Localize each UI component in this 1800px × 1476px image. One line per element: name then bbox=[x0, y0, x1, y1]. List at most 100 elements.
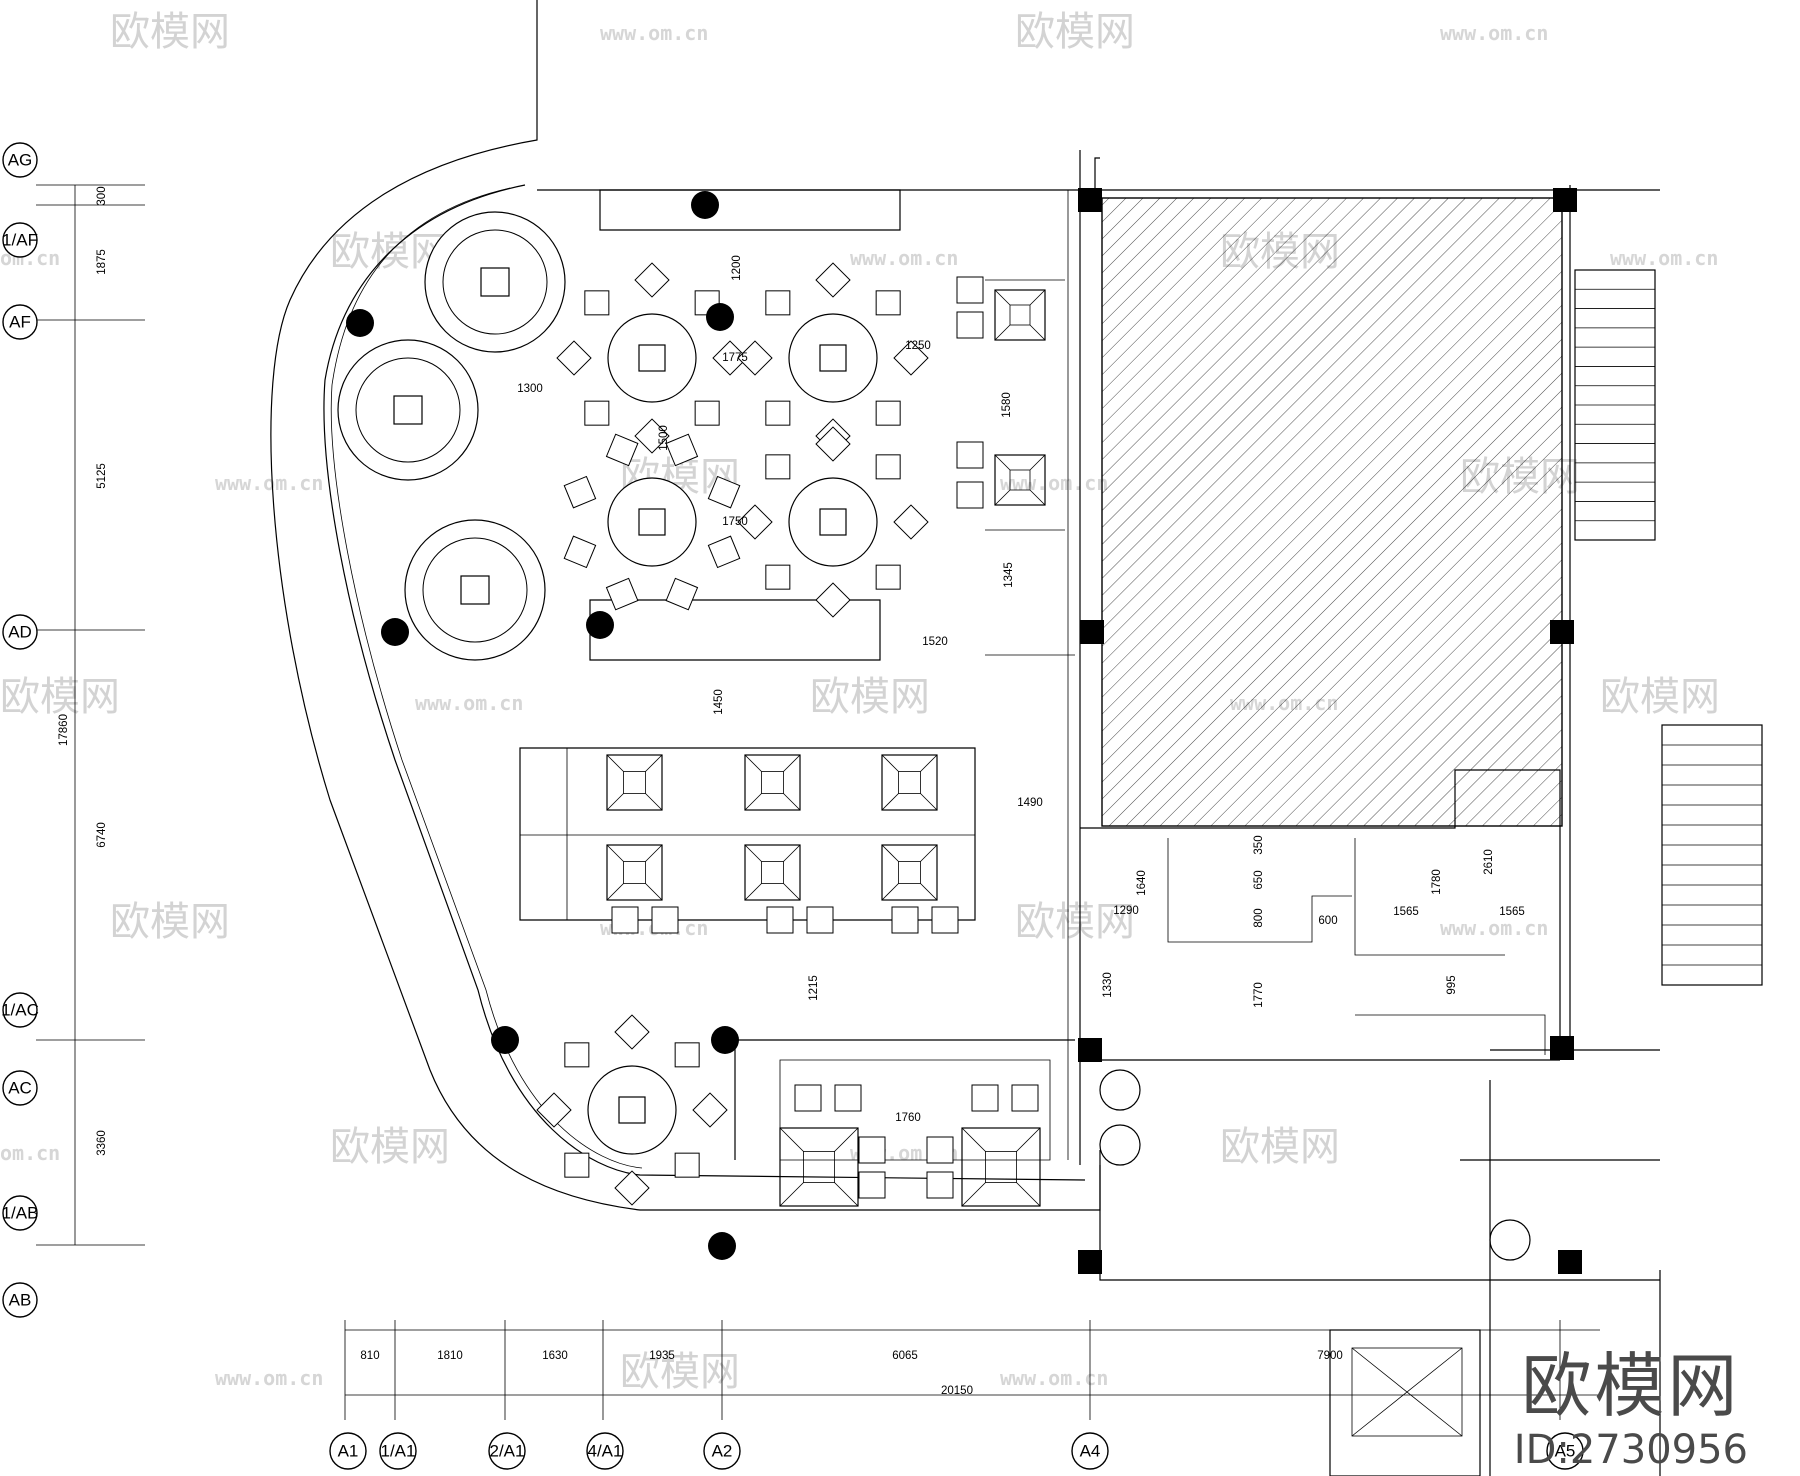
bottom-dimension-label: 7900 bbox=[1317, 1350, 1343, 1362]
stair-right-top bbox=[1574, 269, 1656, 541]
chair bbox=[665, 577, 699, 611]
grid-bubble-circle bbox=[488, 1432, 526, 1470]
table-top bbox=[788, 477, 878, 567]
watermark-name: 欧模网 bbox=[0, 674, 120, 720]
bottom-dimension-label: 1630 bbox=[542, 1350, 568, 1362]
table-edge bbox=[961, 1127, 1041, 1207]
chair bbox=[584, 400, 610, 426]
chair bbox=[564, 1042, 590, 1068]
table-top bbox=[994, 454, 1046, 506]
column-square bbox=[1078, 188, 1102, 212]
left-dimension-label: 6740 bbox=[96, 822, 108, 848]
grid-bubble-circle bbox=[2, 142, 38, 178]
grid-row-label: AB bbox=[9, 1291, 32, 1310]
table-centre bbox=[803, 1151, 836, 1184]
column-square bbox=[1558, 1250, 1582, 1274]
table-top bbox=[355, 357, 461, 463]
chair bbox=[563, 475, 597, 509]
grid-col-label: A2 bbox=[712, 1442, 733, 1461]
left-dimension-label: 3360 bbox=[96, 1130, 108, 1156]
brand-id: ID:2730956 bbox=[1513, 1427, 1748, 1473]
table-top bbox=[422, 537, 528, 643]
table-edge bbox=[881, 844, 938, 901]
grid-row-label: AF bbox=[9, 313, 31, 332]
chair bbox=[926, 1171, 954, 1199]
left-dimension-label: 300 bbox=[96, 186, 108, 205]
watermark-name: 欧模网 bbox=[1015, 9, 1135, 55]
column-square bbox=[1550, 1036, 1574, 1060]
round-table bbox=[737, 262, 929, 454]
table-edge bbox=[744, 754, 801, 811]
chair bbox=[674, 1042, 700, 1068]
chair bbox=[956, 441, 984, 469]
grid-row-bubble: AG bbox=[2, 142, 38, 178]
chair bbox=[875, 564, 901, 590]
interior-dimension-label: 1200 bbox=[731, 255, 743, 281]
grid-bubble-circle bbox=[1071, 1432, 1109, 1470]
table-top bbox=[607, 313, 697, 403]
chair bbox=[707, 475, 741, 509]
elevator bbox=[1329, 1329, 1481, 1476]
grid-bubble-circle bbox=[2, 614, 38, 650]
booth-round-table bbox=[337, 339, 479, 481]
grid-bubble-circle bbox=[2, 992, 38, 1028]
interior-dimension-label: 350 bbox=[1253, 835, 1265, 854]
round-table bbox=[563, 433, 741, 611]
grid-col-bubble: 1/A1 bbox=[379, 1432, 417, 1470]
watermark-url: www.om.cn bbox=[1000, 471, 1108, 495]
interior-dimension-label: 1760 bbox=[895, 1112, 921, 1124]
chair bbox=[605, 577, 639, 611]
chair bbox=[858, 1171, 886, 1199]
interior-dimension-label: 650 bbox=[1253, 870, 1265, 889]
table-top bbox=[779, 1127, 859, 1207]
interior-dimension-label: 1290 bbox=[1113, 905, 1139, 917]
chair bbox=[891, 906, 919, 934]
columns-layer bbox=[346, 188, 1582, 1274]
table-centre bbox=[638, 344, 666, 372]
square-table bbox=[744, 754, 801, 811]
interior-dimension-label: 1520 bbox=[922, 636, 948, 648]
grid-col-bubble: A5 bbox=[1546, 1432, 1584, 1470]
chair bbox=[614, 1014, 650, 1050]
chair bbox=[584, 290, 610, 316]
table-centre bbox=[898, 861, 921, 884]
grid-col-label: A5 bbox=[1555, 1442, 1576, 1461]
grid-col-bubble: A4 bbox=[1071, 1432, 1109, 1470]
chair bbox=[893, 504, 929, 540]
chair bbox=[707, 535, 741, 569]
brand-name: 欧模网 bbox=[1521, 1345, 1741, 1427]
chair bbox=[564, 1152, 590, 1178]
table-top bbox=[788, 313, 878, 403]
chair bbox=[815, 426, 851, 462]
grid-bubble-circle bbox=[379, 1432, 417, 1470]
column-square bbox=[1080, 620, 1104, 644]
chair bbox=[614, 1170, 650, 1206]
column-round bbox=[706, 303, 734, 331]
table-centre bbox=[761, 861, 784, 884]
chair bbox=[875, 290, 901, 316]
stair-right-bottom bbox=[1661, 724, 1763, 986]
grid-row-bubble: AF bbox=[2, 304, 38, 340]
table-centre bbox=[761, 771, 784, 794]
table-top bbox=[606, 754, 663, 811]
grid-row-label: AG bbox=[8, 151, 33, 170]
core-hatched-area bbox=[1101, 197, 1563, 827]
chair bbox=[605, 433, 639, 467]
chair bbox=[712, 340, 748, 376]
square-table bbox=[606, 844, 663, 901]
grid-col-label: 4/A1 bbox=[588, 1442, 623, 1461]
watermark-url: www.om.cn bbox=[1440, 916, 1548, 940]
table-centre bbox=[623, 771, 646, 794]
grid-bubble-circle bbox=[586, 1432, 624, 1470]
chair bbox=[875, 454, 901, 480]
interior-dimension-label: 1565 bbox=[1393, 906, 1419, 918]
table-top bbox=[881, 844, 938, 901]
table-top bbox=[587, 1065, 677, 1155]
grid-bubble-circle bbox=[2, 222, 38, 258]
interior-dimension-label: 1450 bbox=[713, 689, 725, 715]
grid-row-label: 1/AC bbox=[1, 1001, 39, 1020]
grid-bubble-circle bbox=[2, 1195, 38, 1231]
